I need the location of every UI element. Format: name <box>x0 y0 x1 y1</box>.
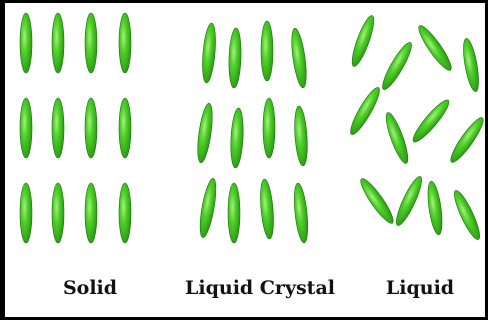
solid-rod <box>119 98 131 158</box>
liquid-rod <box>415 22 456 73</box>
liquid-rod <box>450 188 484 242</box>
liquid-crystal-rod <box>263 98 275 158</box>
phase-illustration <box>5 3 485 317</box>
solid-rod <box>119 13 131 73</box>
solid-rod <box>20 13 32 73</box>
liquid-rod <box>392 174 426 228</box>
liquid-crystal-rod <box>289 27 309 88</box>
liquid-crystal-caption: Liquid Crystal <box>175 273 345 303</box>
liquid-rod <box>346 85 383 138</box>
liquid-crystal-rod <box>293 106 309 167</box>
liquid-crystal-rod <box>229 108 244 169</box>
liquid-rod <box>378 40 415 93</box>
diagram-frame: Solid Liquid Crystal Liquid <box>5 3 485 317</box>
solid-rod <box>52 183 64 243</box>
liquid-crystal-rod <box>292 183 310 244</box>
solid-rod <box>52 98 64 158</box>
liquid-rod <box>447 114 485 165</box>
solid-rod <box>119 183 131 243</box>
solid-rod <box>85 183 97 243</box>
liquid-crystal-rod <box>228 183 240 243</box>
solid-rod <box>52 13 64 73</box>
liquid-caption: Liquid <box>360 273 480 303</box>
liquid-rod <box>409 96 453 145</box>
liquid-crystal-phase-rods <box>195 21 310 243</box>
liquid-crystal-rod <box>228 28 242 88</box>
solid-rod <box>20 98 32 158</box>
solid-rod <box>20 183 32 243</box>
liquid-rod <box>382 111 412 166</box>
solid-rod <box>85 13 97 73</box>
solid-caption: Solid <box>25 273 155 303</box>
liquid-crystal-rod <box>258 179 275 240</box>
liquid-crystal-rod <box>195 102 215 163</box>
liquid-crystal-rod <box>200 23 217 84</box>
liquid-rod <box>357 175 398 226</box>
liquid-rod <box>425 180 444 235</box>
liquid-crystal-rod <box>197 177 219 238</box>
liquid-rod <box>460 37 481 92</box>
liquid-crystal-rod <box>261 21 273 81</box>
liquid-rod <box>348 14 378 69</box>
solid-rod <box>85 98 97 158</box>
liquid-phase-rods <box>346 14 485 242</box>
solid-phase-rods <box>20 13 131 243</box>
